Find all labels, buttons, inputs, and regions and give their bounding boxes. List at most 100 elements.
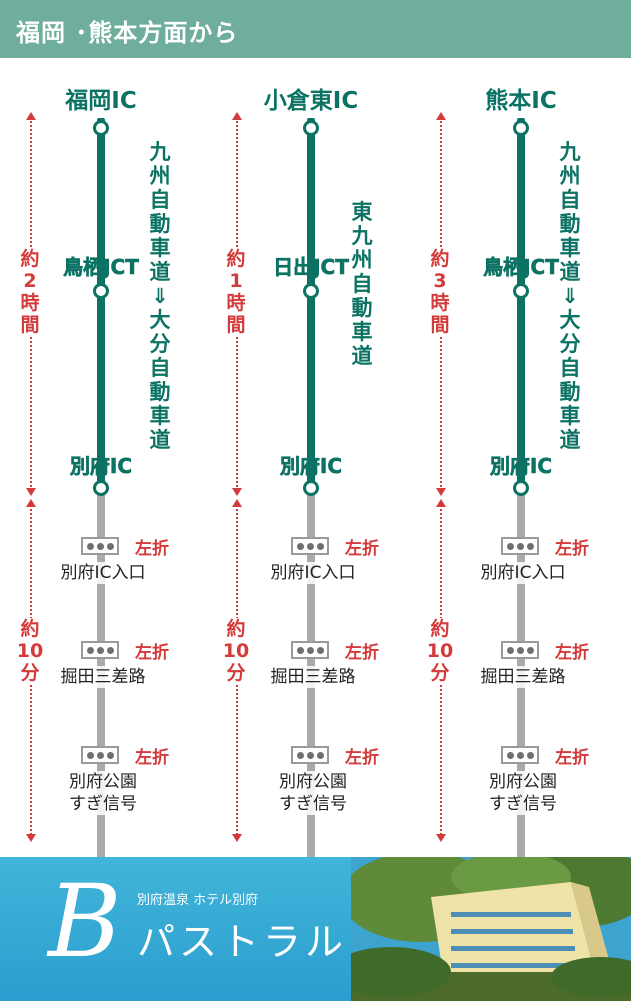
traffic-signal-icon (291, 537, 329, 555)
traffic-signal-icon (81, 641, 119, 659)
arrow-up-icon (26, 112, 36, 120)
signal-lamp (526, 646, 534, 654)
traffic-signal-icon (81, 746, 119, 764)
expressway-line (97, 118, 105, 488)
junction-label: 日出JCT (273, 255, 349, 280)
signal-lamp (106, 751, 114, 759)
signal-lamp (516, 751, 524, 759)
stop-name: 別府IC入口 (480, 562, 566, 584)
stop-name: 別府公園 すぎ信号 (489, 771, 557, 815)
signal-lamp (316, 751, 324, 759)
start-interchange-label: 小倉東IC (263, 88, 359, 114)
signal-lamp (516, 646, 524, 654)
stop-name: 別府IC入口 (60, 562, 146, 584)
hotel-banner: B 別府温泉 ホテル別府 パストラル (0, 857, 631, 1001)
interchange-node-icon (303, 283, 319, 299)
start-interchange-label: 熊本IC (485, 88, 557, 114)
stop-name: 別府公園 すぎ信号 (279, 771, 347, 815)
traffic-signal-icon (501, 746, 539, 764)
stop-name: 掘田三差路 (270, 666, 356, 688)
signal-lamp (506, 542, 514, 550)
traffic-signal-icon (291, 746, 329, 764)
arrow-down-icon (436, 834, 446, 842)
interchange-node-icon (513, 120, 529, 136)
signal-lamp (316, 542, 324, 550)
signal-lamp (96, 542, 104, 550)
highway-time-label: 約2時間 (16, 248, 44, 336)
signal-lamp (106, 542, 114, 550)
logo-letter: B (48, 863, 122, 980)
arrow-down-icon (26, 834, 36, 842)
start-interchange-label: 福岡IC (65, 88, 137, 114)
highway-time-label: 約3時間 (426, 248, 454, 336)
signal-lamp (96, 646, 104, 654)
signal-lamp (506, 751, 514, 759)
turn-direction: 左折 (135, 643, 169, 663)
signal-lamp (96, 751, 104, 759)
local-time-label: 約10分 (222, 618, 250, 684)
traffic-signal-icon (501, 641, 539, 659)
expressway-name: 東九州自動車道 (351, 200, 373, 368)
stop-name: 別府公園 すぎ信号 (69, 771, 137, 815)
arrow-down-icon (436, 488, 446, 496)
header-bar: 福岡 ･熊本方面から (0, 0, 631, 58)
interchange-node-icon (303, 480, 319, 496)
exit-interchange-label: 別府IC (279, 454, 343, 479)
signal-lamp (306, 751, 314, 759)
stop-name: 別府IC入口 (270, 562, 356, 584)
signal-lamp (306, 646, 314, 654)
arrow-up-icon (436, 499, 446, 507)
interchange-node-icon (513, 283, 529, 299)
interchange-node-icon (303, 120, 319, 136)
turn-direction: 左折 (555, 748, 589, 768)
traffic-signal-icon (291, 641, 329, 659)
arrow-up-icon (232, 499, 242, 507)
signal-lamp (506, 646, 514, 654)
stop-name: 掘田三差路 (60, 666, 146, 688)
local-time-label: 約10分 (426, 618, 454, 684)
signal-lamp (86, 646, 94, 654)
interchange-node-icon (93, 480, 109, 496)
signal-lamp (526, 542, 534, 550)
arrow-up-icon (232, 112, 242, 120)
interchange-node-icon (93, 283, 109, 299)
arrow-up-icon (436, 112, 446, 120)
arrow-down-icon (232, 834, 242, 842)
stop-name: 掘田三差路 (480, 666, 566, 688)
signal-lamp (296, 542, 304, 550)
traffic-signal-icon (81, 537, 119, 555)
exit-interchange-label: 別府IC (489, 454, 553, 479)
signal-lamp (86, 542, 94, 550)
logo-subtitle: 別府温泉 ホテル別府 (137, 893, 259, 908)
signal-lamp (306, 542, 314, 550)
expressway-line (517, 118, 525, 488)
arrow-up-icon (26, 499, 36, 507)
highway-time-label: 約1時間 (222, 248, 250, 336)
turn-direction: 左折 (135, 748, 169, 768)
interchange-node-icon (93, 120, 109, 136)
signal-lamp (516, 542, 524, 550)
junction-label: 鳥栖JCT (63, 255, 139, 280)
turn-direction: 左折 (135, 539, 169, 559)
signal-lamp (296, 751, 304, 759)
arrow-down-icon (232, 488, 242, 496)
signal-lamp (86, 751, 94, 759)
expressway-name: 九州自動車道⇓大分自動車道 (559, 140, 581, 452)
page-title: 福岡 ･熊本方面から (16, 19, 239, 47)
hotel-photo (351, 857, 631, 1001)
turn-direction: 左折 (555, 539, 589, 559)
arrow-down-icon (26, 488, 36, 496)
turn-direction: 左折 (555, 643, 589, 663)
signal-lamp (296, 646, 304, 654)
signal-lamp (316, 646, 324, 654)
turn-direction: 左折 (345, 748, 379, 768)
signal-lamp (526, 751, 534, 759)
signal-lamp (106, 646, 114, 654)
hotel-name: パストラル (137, 920, 348, 964)
turn-direction: 左折 (345, 643, 379, 663)
junction-label: 鳥栖JCT (483, 255, 559, 280)
interchange-node-icon (513, 480, 529, 496)
exit-interchange-label: 別府IC (69, 454, 133, 479)
expressway-line (307, 118, 315, 488)
turn-direction: 左折 (345, 539, 379, 559)
